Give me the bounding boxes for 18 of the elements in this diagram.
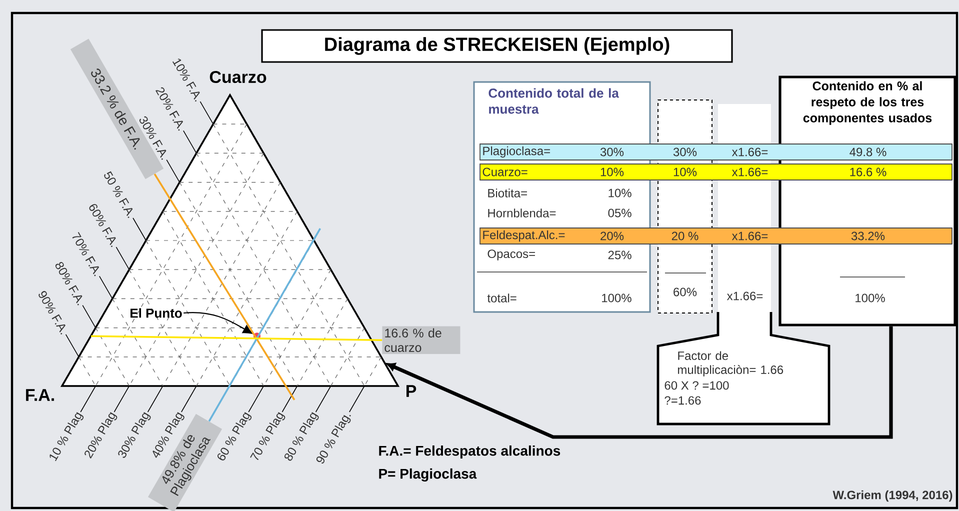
ratio-line xyxy=(208,228,321,422)
ratio-line xyxy=(154,174,296,400)
legend-text: P= Plagioclasa xyxy=(379,468,477,482)
point-label: El Punto xyxy=(130,308,182,318)
callout-box: 16.6 % de cuarzo xyxy=(382,326,460,354)
vertex-label: F.A. xyxy=(26,389,54,401)
highlight-band: Cuarzo= 10% 10% x1.66= 16.6 % xyxy=(480,164,952,180)
arrow xyxy=(184,312,253,334)
vertex-label: P xyxy=(406,385,416,397)
arrow xyxy=(386,326,893,439)
highlight-band: Feldespat.Alc.= 20% 20 % x1.66= 33.2% xyxy=(480,228,952,244)
legend-text: F.A.= Feldespatos alcalinos xyxy=(379,445,560,458)
vertex-label: Cuarzo xyxy=(210,70,266,84)
highlight-band: Plagioclasa= 30% 30% x1.66= 49.8 % xyxy=(480,144,952,160)
credit-text: W.Griem (1994, 2016) xyxy=(832,490,952,502)
title-box: Diagrama de STRECKEISEN (Ejemplo) xyxy=(261,29,733,63)
ratio-line xyxy=(91,335,382,342)
node-label: x1.66= xyxy=(726,292,763,300)
